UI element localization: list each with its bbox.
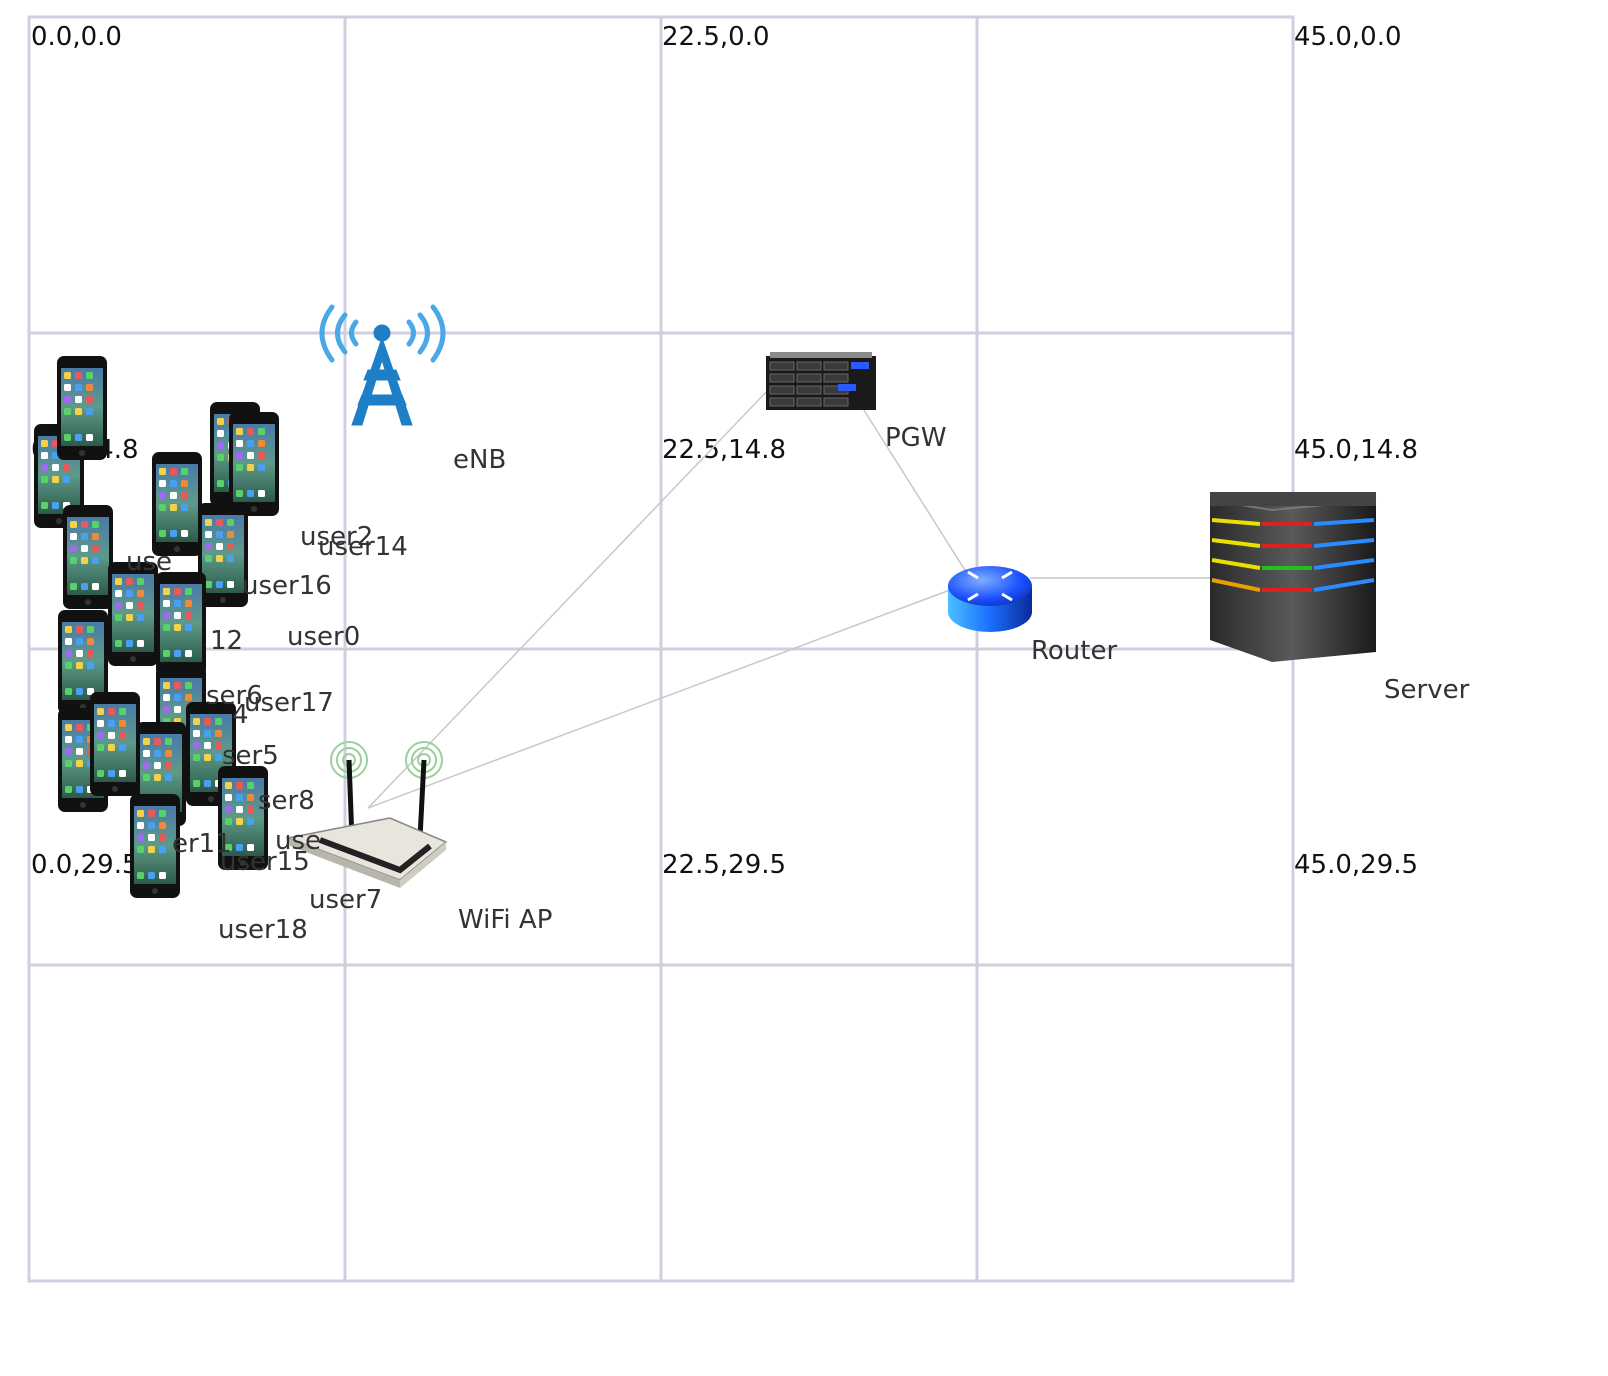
phone-icon <box>90 692 140 796</box>
router-icon <box>948 566 1032 632</box>
user-label: ser6 <box>206 681 263 711</box>
grid-label: 0.0,29.5 <box>31 850 139 880</box>
router-label: Router <box>1031 636 1117 666</box>
server-label: Server <box>1384 675 1470 705</box>
enb-label: eNB <box>453 445 506 475</box>
user-label: use <box>275 826 321 856</box>
user-label: user18 <box>218 915 308 945</box>
user-label: 4 <box>232 700 249 730</box>
link-wifi-pgw <box>367 387 771 809</box>
user-label: use <box>126 547 172 577</box>
grid <box>27 15 1295 1283</box>
links <box>367 387 1215 809</box>
user-labels: user2 user14 user16 user0 12 ser6 user17… <box>126 522 408 945</box>
user-label: user0 <box>287 622 360 652</box>
server-rack-icon <box>766 352 876 410</box>
grid-label: 0.0,0.0 <box>31 22 122 52</box>
cell-tower-icon <box>319 304 446 363</box>
phone-icon <box>57 356 107 460</box>
grid-label: 22.5,0.0 <box>662 22 770 52</box>
user-label: user14 <box>318 532 408 562</box>
phone-icon <box>63 505 113 609</box>
user-label: user7 <box>309 885 382 915</box>
link-pgw-router <box>849 387 969 576</box>
grid-label: 22.5,29.5 <box>662 850 786 880</box>
pgw-node[interactable]: PGW <box>766 352 947 453</box>
link-wifi-router <box>367 589 951 809</box>
phone-icon <box>152 452 202 556</box>
server-icon <box>1209 492 1377 662</box>
pgw-label: PGW <box>885 423 947 453</box>
server-node[interactable]: Server <box>1209 492 1470 705</box>
user-label: user17 <box>244 688 334 718</box>
enb-node[interactable]: eNB <box>319 304 506 475</box>
phone-icon <box>156 572 206 676</box>
user-label: er11 <box>172 829 232 859</box>
user-label: user2 <box>300 522 373 552</box>
router-node[interactable]: Router <box>948 566 1117 666</box>
grid-label: 45.0,14.8 <box>1294 435 1418 465</box>
grid-label: 22.5,14.8 <box>662 435 786 465</box>
user-label: ser8 <box>258 786 315 816</box>
grid-label: 45.0,29.5 <box>1294 850 1418 880</box>
user-label: ser5 <box>222 741 279 771</box>
wifi-ap-label: WiFi AP <box>458 905 552 935</box>
user-label: user16 <box>242 571 332 601</box>
user-label: user15 <box>220 847 310 877</box>
phone-icon <box>229 412 279 516</box>
wifi-ap-node[interactable]: WiFi AP <box>285 741 552 935</box>
grid-label: 45.0,0.0 <box>1294 22 1402 52</box>
wifi-router-icon <box>285 741 448 888</box>
phone-icon <box>108 562 158 666</box>
user-label: 12 <box>210 626 243 656</box>
